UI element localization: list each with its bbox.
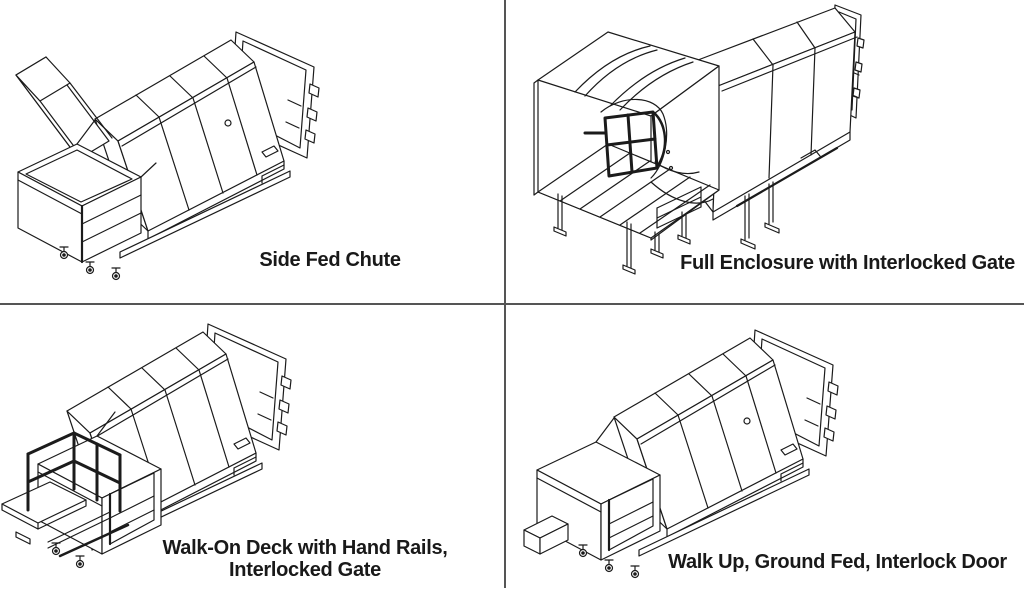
side-fed-chute-drawing	[15, 31, 320, 281]
caption-line: Full Enclosure with Interlocked Gate	[680, 252, 1015, 274]
enclosure	[533, 31, 720, 275]
caption-line: Interlocked Gate	[229, 559, 381, 581]
full-enclosure-drawing	[533, 4, 865, 275]
caption-side-fed-chute: Side Fed Chute	[180, 249, 480, 271]
charge-box	[17, 119, 157, 264]
caption-walk-on-deck: Walk-On Deck with Hand Rails, Interlocke…	[150, 537, 460, 581]
walk-up-ground-fed-drawing	[523, 329, 839, 579]
vertical-divider	[504, 0, 506, 588]
front-step	[523, 515, 569, 555]
interlocked-gate	[583, 98, 668, 179]
horizontal-divider	[0, 303, 1024, 305]
caption-line: Side Fed Chute	[259, 249, 401, 271]
caption-walk-up-ground-fed: Walk Up, Ground Fed, Interlock Door	[660, 551, 1015, 573]
caption-line: Walk Up, Ground Fed, Interlock Door	[668, 551, 1007, 573]
walk-on-deck	[1, 481, 130, 558]
caption-full-enclosure: Full Enclosure with Interlocked Gate	[670, 252, 1024, 274]
caption-line: Walk-On Deck with Hand Rails,	[162, 537, 448, 559]
compactor-body	[613, 337, 810, 557]
walk-on-deck-drawing	[1, 323, 292, 569]
hand-rails	[26, 431, 122, 513]
hopper-transition	[650, 149, 714, 229]
compactor-body	[94, 39, 291, 259]
